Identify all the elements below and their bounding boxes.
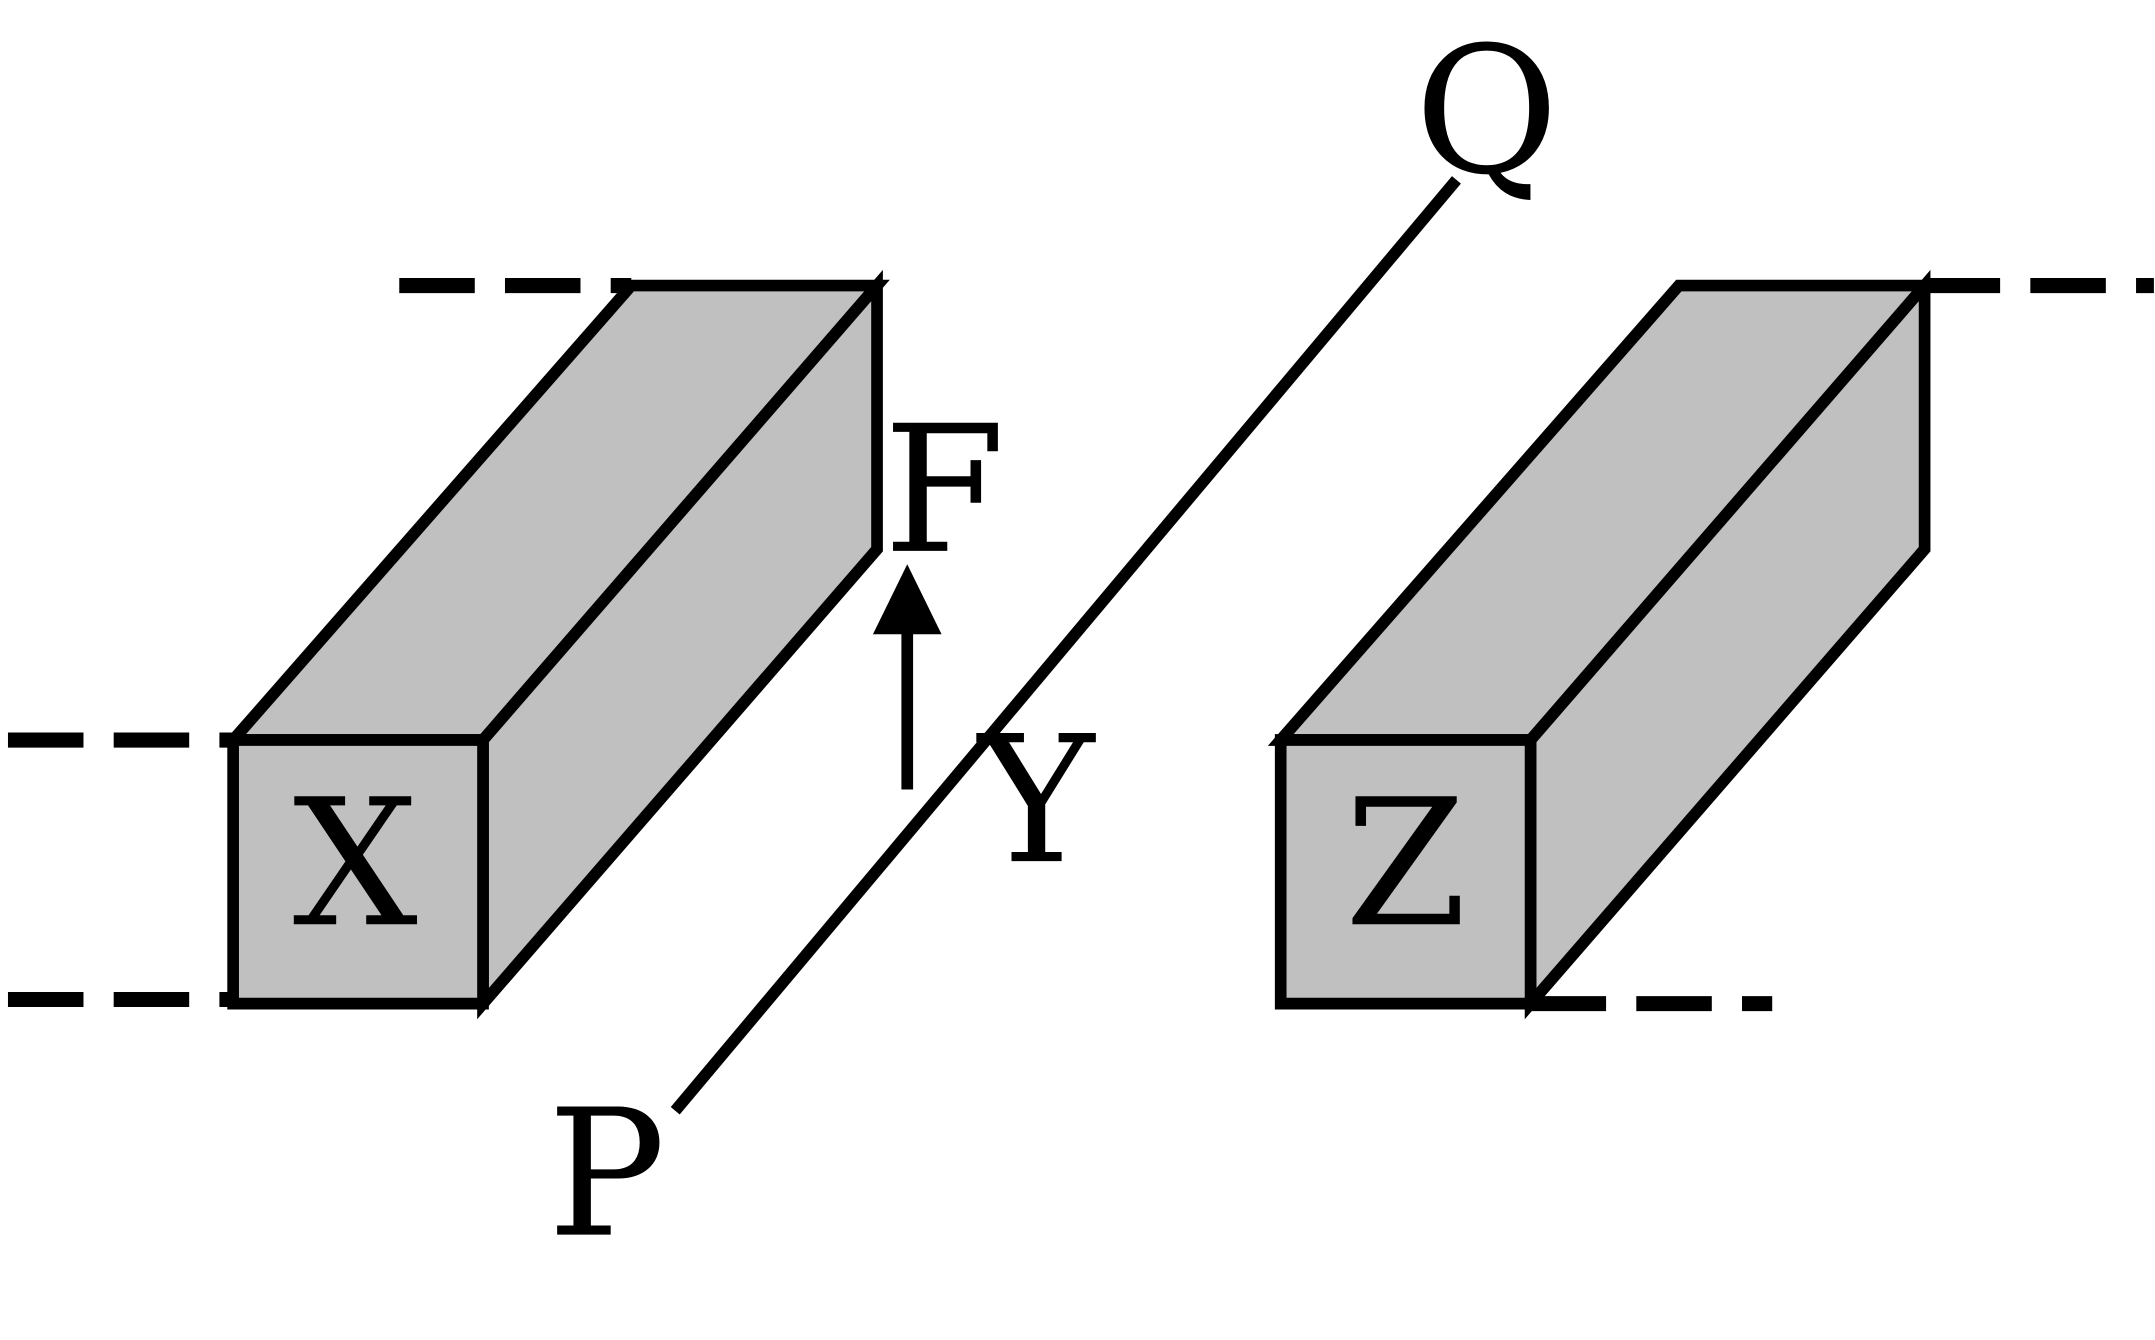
force-arrow: F [872, 389, 1005, 790]
magnet-x-label: X [293, 762, 418, 966]
wire-pq: P Q Y [547, 10, 1558, 1277]
magnet-z: Z [1267, 269, 2154, 1020]
magnet-x: X [7, 269, 890, 1020]
force-label: F [883, 389, 1005, 593]
magnet-x-front-face [227, 734, 489, 1010]
wire-line [670, 176, 1461, 1115]
wire-end-q-label: Q [1415, 10, 1559, 214]
magnet-z-label: Z [1345, 762, 1467, 966]
wire-y-label: Y [976, 699, 1096, 903]
wire-end-p-label: P [547, 1073, 665, 1277]
force-arrowhead-icon [872, 564, 942, 635]
